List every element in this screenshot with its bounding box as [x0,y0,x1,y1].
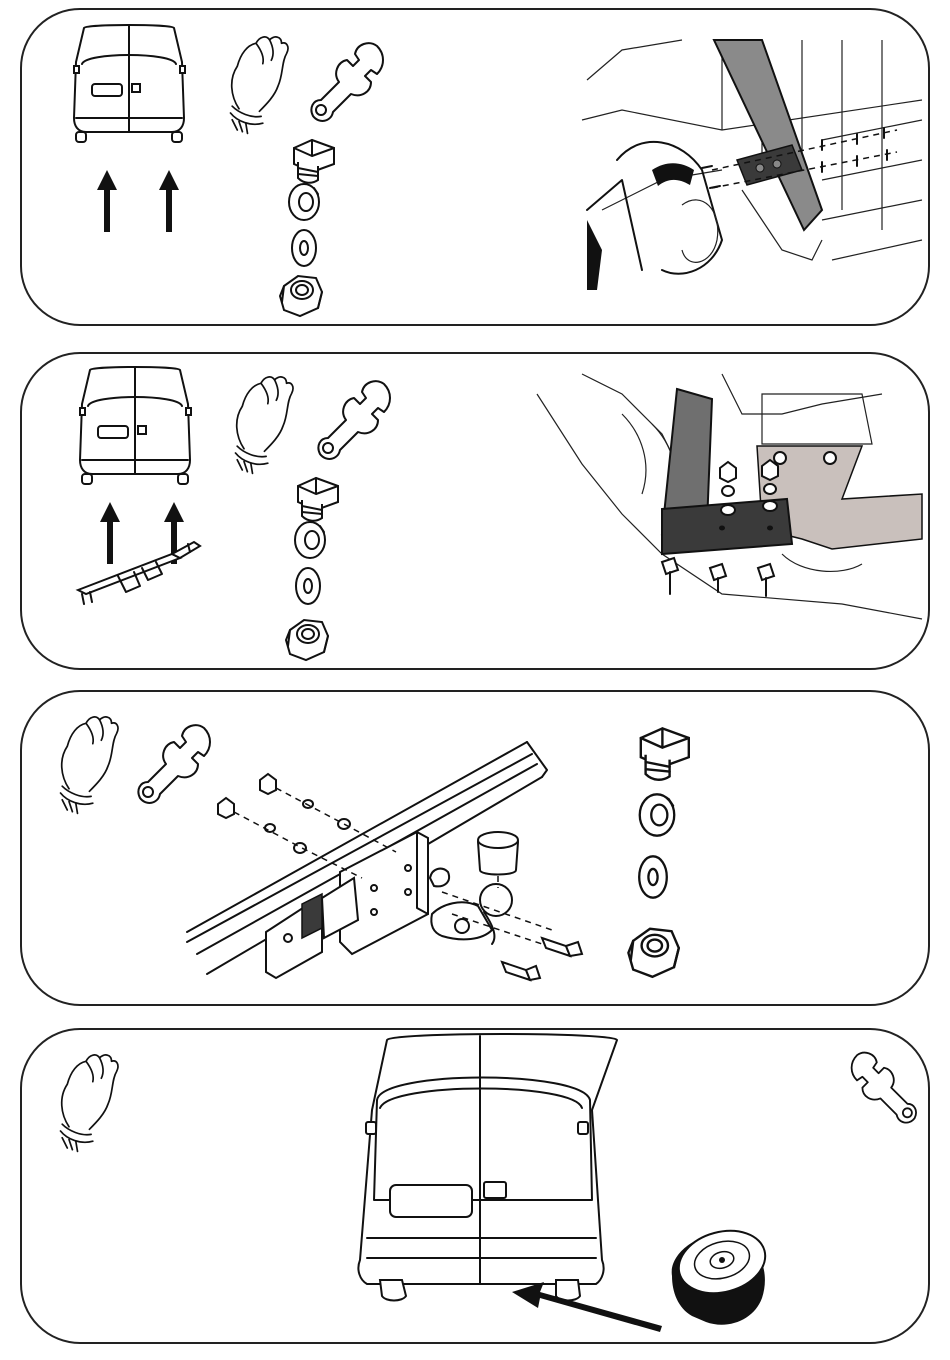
glove-icon [61,717,118,813]
hex-nut-icon [286,620,328,660]
van-rear-icon [74,25,185,142]
bracket-mounting-illustration [537,374,922,619]
spring-washer-icon [289,184,319,220]
spring-washer-icon [295,522,325,558]
step-2-panel [20,352,930,670]
arrow-up-right [159,170,179,232]
bolt-icon [294,140,334,183]
arrow-to-wheel [512,1282,662,1332]
wrench-icon [138,725,210,803]
towbar-frame-icon [78,542,200,604]
wrench-icon [311,43,383,121]
flat-washer-icon [296,568,320,604]
van-rear-icon [358,1034,617,1301]
flat-washer-icon [639,856,667,897]
bolt-icon [641,728,689,779]
flat-washer-icon [292,230,316,266]
arrow-up-left [97,170,117,232]
glove-icon [236,377,293,473]
spare-wheel-icon [672,1222,773,1325]
van-rear-icon [80,367,191,484]
step-4-panel [20,1028,930,1344]
towbar-assembly-illustration [187,742,582,980]
wrench-icon [852,1053,916,1123]
spring-washer-icon [640,794,675,835]
arrow-up-left [100,502,120,564]
step-1-panel [20,8,930,326]
hex-nut-icon [280,276,322,316]
bolt-icon [298,478,338,521]
chassis-detail-illustration [582,40,922,290]
hex-nut-icon [628,929,678,977]
glove-icon [61,1055,118,1151]
glove-icon [231,37,288,133]
wrench-icon [318,381,390,459]
step-3-panel [20,690,930,1006]
